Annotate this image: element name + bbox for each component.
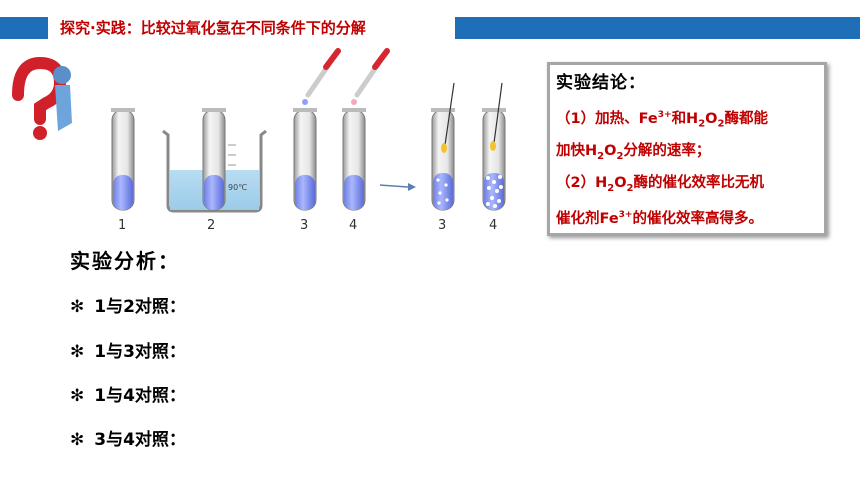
dropper-pink-icon: [351, 48, 390, 105]
conclusion-line-4: 催化剂Fe3+的催化效率高得多。: [556, 209, 763, 227]
page-title: 探究·实践：比较过氧化氢在不同条件下的分解: [60, 19, 366, 37]
conclusion-box: 实验结论： （1）加热、Fe3+和H2O2酶都能 加快H2O2分解的速率； （2…: [547, 62, 827, 236]
analysis-item-3: ✻1与4对照：: [70, 386, 186, 406]
tube-label-3-after: 3: [438, 218, 446, 233]
test-tube-2: [202, 108, 226, 211]
tube-label-1: 1: [118, 218, 126, 233]
conclusion-line-1: （1）加热、Fe3+和H2O2酶都能: [556, 110, 768, 130]
tube-label-2: 2: [207, 218, 215, 233]
analysis-item-1: ✻1与2对照：: [70, 297, 186, 317]
analysis-item-4: ✻3与4对照：: [70, 430, 186, 450]
analysis-item-2: ✻1与3对照：: [70, 342, 186, 362]
star-icon: ✻: [70, 386, 85, 406]
test-tube-4: [342, 108, 366, 211]
conclusion-title: 实验结论：: [556, 73, 646, 93]
header-bar-right: [455, 17, 860, 39]
conclusion-line-2: 加快H2O2分解的速率；: [556, 142, 711, 162]
question-mark-icon: [12, 56, 72, 140]
beaker-temperature: 90℃: [228, 183, 247, 192]
experiment-figure: 90℃: [12, 48, 506, 233]
test-tube-4-after: [482, 82, 506, 211]
header-bar-left: [0, 17, 48, 39]
test-tube-3: [293, 108, 317, 211]
star-icon: ✻: [70, 430, 85, 450]
tube-label-3: 3: [300, 218, 308, 233]
arrow-right-icon: [379, 183, 416, 191]
star-icon: ✻: [70, 297, 85, 317]
tube-label-4: 4: [349, 218, 357, 233]
dropper-blue-icon: [302, 48, 341, 105]
star-icon: ✻: [70, 342, 85, 362]
test-tube-3-after: [431, 82, 455, 211]
tube-label-4-after: 4: [489, 218, 497, 233]
test-tube-1: [111, 108, 135, 211]
conclusion-line-3: （2）H2O2酶的催化效率比无机: [556, 174, 764, 194]
analysis-title: 实验分析：: [70, 249, 180, 273]
